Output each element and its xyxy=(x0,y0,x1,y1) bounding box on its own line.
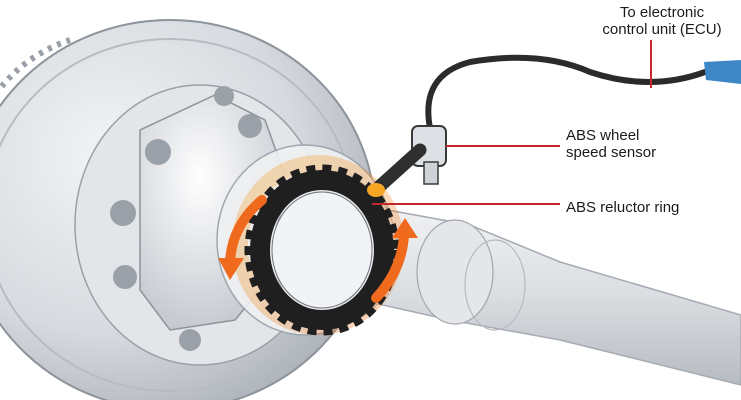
cable-arrow-icon xyxy=(704,60,741,84)
arrow-head-left xyxy=(218,258,244,280)
sensor-label-line2: speed sensor xyxy=(566,144,657,161)
sensor-label-line1: ABS wheel xyxy=(566,127,640,144)
axle-shaft xyxy=(359,204,741,386)
reluctor-ring-label: ABS reluctor ring xyxy=(566,199,679,216)
sensor-cable xyxy=(425,54,741,131)
rotation-arrows xyxy=(218,195,418,303)
curved-arrow-icon xyxy=(371,230,409,303)
abs-wheel-speed-sensor xyxy=(367,125,447,197)
reluctor-ring-label-text: ABS reluctor ring xyxy=(566,199,680,216)
ecu-label-line1: To electronic xyxy=(619,4,705,21)
ecu-label: To electronic control unit (ECU) xyxy=(588,4,736,38)
curved-arrow-icon xyxy=(225,195,267,267)
abs-reluctor-ring xyxy=(244,164,400,336)
sensor-label: ABS wheel speed sensor xyxy=(566,127,656,161)
leader-lines xyxy=(372,40,652,205)
ecu-label-line2: control unit (ECU) xyxy=(602,21,722,38)
arrow-head-right xyxy=(392,218,418,238)
